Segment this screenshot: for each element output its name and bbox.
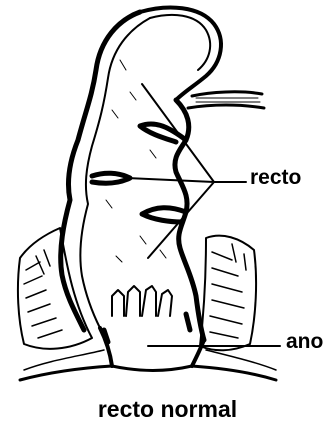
anal-verge <box>20 366 276 380</box>
valve-lower <box>142 208 186 222</box>
anal-canal-right <box>192 340 204 366</box>
anal-gland-right <box>186 314 190 330</box>
anal-verge-inner <box>24 350 276 370</box>
mucosa-hatching <box>106 60 166 262</box>
label-ano: ano <box>286 330 323 354</box>
mesentery-fill <box>196 98 260 102</box>
sphincter-left-texture <box>24 250 62 338</box>
rectal-wall-left-outer <box>61 12 140 330</box>
sphincter-right <box>200 236 256 351</box>
label-recto: recto <box>250 166 301 190</box>
caption: recto normal <box>0 396 335 423</box>
anal-columns <box>112 286 172 316</box>
colon-top-inner <box>150 15 210 70</box>
valve-middle <box>92 173 130 183</box>
mesentery-band <box>188 92 264 108</box>
sphincter-right-texture <box>210 244 246 338</box>
